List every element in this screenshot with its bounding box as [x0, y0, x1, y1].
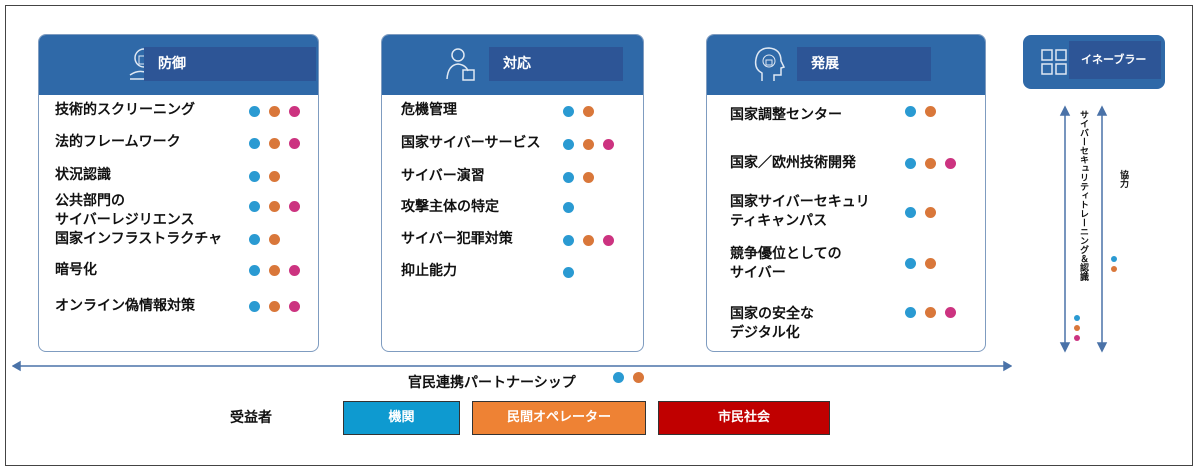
item-dot-civil — [945, 307, 956, 318]
item-dot-operators — [925, 258, 936, 269]
cooperation-dot-institutions — [1111, 256, 1117, 262]
item-dot-institutions — [905, 307, 916, 318]
item-dot-operators — [925, 307, 936, 318]
panel-title: 防御 — [144, 47, 316, 81]
item-dot-operators — [269, 106, 280, 117]
list-item: 国家サイバーサービス — [401, 135, 541, 151]
item-dot-operators — [583, 172, 594, 183]
item-dot-operators — [583, 235, 594, 246]
training-label: サイバーセキュリティトレーニング＆認識 — [1078, 110, 1088, 281]
item-dot-civil — [289, 201, 300, 212]
list-item: 状況認識 — [55, 167, 111, 183]
item-dot-institutions — [905, 158, 916, 169]
list-item: 国家調整センター — [730, 107, 842, 123]
head-lock-icon — [752, 45, 786, 83]
list-item: 法的フレームワーク — [55, 134, 181, 150]
training-dot-operators — [1074, 325, 1080, 331]
item-dot-institutions — [249, 301, 260, 312]
list-item: 競争優位としてのサイバー — [730, 246, 842, 281]
beneficiaries-label: 受益者 — [230, 410, 272, 426]
item-dot-civil — [603, 139, 614, 150]
list-item: 国家／欧州技術開発 — [730, 155, 856, 171]
item-dot-civil — [945, 158, 956, 169]
item-dot-operators — [925, 207, 936, 218]
enabler-title: イネーブラー — [1069, 41, 1161, 79]
item-dot-institutions — [249, 201, 260, 212]
item-dot-operators — [925, 158, 936, 169]
cooperation-label: 協力 — [1118, 170, 1128, 188]
item-dot-institutions — [563, 202, 574, 213]
partnership-arrow — [12, 360, 1012, 372]
panel-2: 発展 — [706, 34, 986, 352]
item-dot-operators — [925, 106, 936, 117]
list-item: 国家の安全なデジタル化 — [730, 306, 814, 341]
item-dot-institutions — [249, 138, 260, 149]
item-dot-operators — [583, 106, 594, 117]
list-item: 国家サイバーセキュリティキャンパス — [730, 194, 870, 229]
list-item: サイバー演習 — [401, 168, 485, 184]
diagram-frame — [5, 5, 1193, 466]
enabler-arrows — [1059, 105, 1108, 353]
person-lock-icon — [444, 45, 478, 83]
item-dot-institutions — [249, 234, 260, 245]
item-dot-institutions — [905, 106, 916, 117]
training-dot-civil — [1074, 335, 1080, 341]
item-dot-institutions — [563, 172, 574, 183]
item-dot-institutions — [563, 139, 574, 150]
panel-title: 発展 — [797, 47, 931, 81]
item-dot-civil — [289, 265, 300, 276]
item-dot-institutions — [563, 235, 574, 246]
item-dot-civil — [603, 235, 614, 246]
cooperation-dot-operators — [1111, 266, 1117, 272]
partnership-label: 官民連携パートナーシップ — [408, 375, 576, 391]
list-item: 公共部門のサイバーレジリエンス — [55, 193, 195, 228]
item-dot-civil — [289, 138, 300, 149]
list-item: 技術的スクリーニング — [55, 102, 195, 118]
item-dot-civil — [289, 106, 300, 117]
enabler-header: イネーブラー — [1023, 35, 1165, 89]
item-dot-operators — [269, 234, 280, 245]
item-dot-institutions — [905, 258, 916, 269]
list-item: 抑止能力 — [401, 263, 457, 279]
panel-header: 発展 — [707, 35, 985, 95]
item-dot-institutions — [249, 265, 260, 276]
grid-icon — [1041, 49, 1067, 75]
panel-title: 対応 — [489, 47, 623, 81]
item-dot-operators — [269, 201, 280, 212]
item-dot-institutions — [249, 171, 260, 182]
item-dot-institutions — [249, 106, 260, 117]
list-item: 国家インフラストラクチャ — [55, 231, 223, 247]
item-dot-institutions — [563, 106, 574, 117]
item-dot-institutions — [563, 267, 574, 278]
beneficiary-operators: 民間オペレーター — [472, 401, 646, 435]
partnership-dot-operators — [633, 372, 644, 383]
list-item: 危機管理 — [401, 102, 457, 118]
list-item: 攻撃主体の特定 — [401, 199, 499, 215]
item-dot-operators — [269, 138, 280, 149]
partnership-dot-institutions — [613, 372, 624, 383]
panel-header: 防御 — [39, 35, 318, 95]
list-item: サイバー犯罪対策 — [401, 231, 513, 247]
item-dot-operators — [269, 171, 280, 182]
beneficiary-civil: 市民社会 — [658, 401, 830, 435]
panel-0: 防御 — [38, 34, 319, 352]
item-dot-operators — [583, 139, 594, 150]
item-dot-operators — [269, 301, 280, 312]
list-item: オンライン偽情報対策 — [55, 298, 195, 314]
item-dot-civil — [289, 301, 300, 312]
training-dot-institutions — [1074, 315, 1080, 321]
beneficiary-institutions: 機関 — [343, 401, 460, 435]
panel-1: 対応 — [381, 34, 644, 352]
item-dot-operators — [269, 265, 280, 276]
panel-header: 対応 — [382, 35, 643, 95]
list-item: 暗号化 — [55, 262, 97, 278]
item-dot-institutions — [905, 207, 916, 218]
